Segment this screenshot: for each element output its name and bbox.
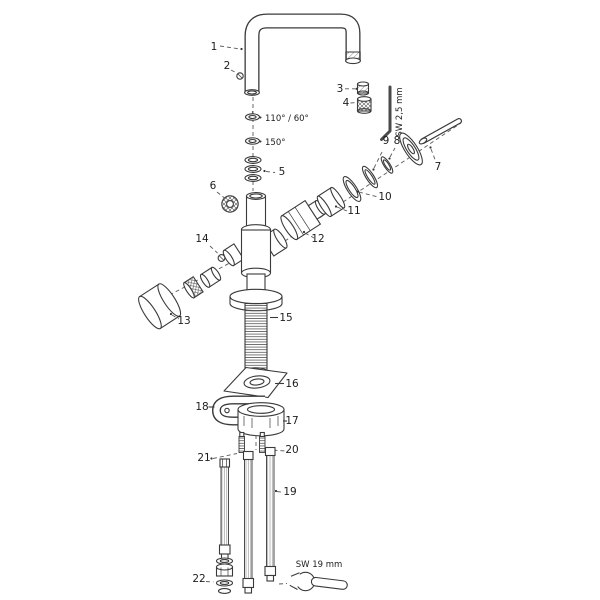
swivel-stop-ring-110-60 [244, 111, 261, 121]
label-12: 12 [302, 230, 325, 245]
label-1: 1 [211, 41, 243, 53]
hose-middle [242, 450, 255, 594]
part-17-mounting-nut [237, 402, 285, 437]
part-label-3: 3 [337, 83, 344, 95]
wrench-icon [278, 571, 348, 592]
label-4: 4 [343, 97, 357, 109]
part-16-base-plate [223, 366, 288, 399]
part-label-15: 15 [279, 312, 292, 324]
label-10: 10 [356, 190, 392, 203]
label-2: 2 [224, 60, 237, 74]
handle-insert [183, 275, 204, 299]
swivel-stop-ring-150 [244, 137, 261, 145]
part-label-22: 22 [192, 573, 205, 585]
part-label-16: 16 [285, 378, 299, 390]
part-22-washer-nut-set [215, 557, 234, 594]
part-label-2: 2 [224, 60, 231, 72]
part-label-19: 19 [283, 486, 296, 498]
part-8-ring [380, 156, 394, 174]
part-11-sleeve [316, 186, 346, 218]
part-label-17: 17 [285, 415, 298, 427]
allen-key-icon [380, 85, 392, 141]
label-18: 18 [195, 401, 215, 413]
part-14-screw [217, 254, 226, 262]
part-7-rod [418, 118, 462, 145]
part-12-cartridge [280, 199, 326, 241]
part-21-stud [238, 431, 245, 453]
part-20-stud [259, 431, 266, 453]
wrench-size-label: SW 19 mm [296, 560, 343, 570]
label-16: 16 [275, 378, 299, 390]
label-15: 15 [270, 312, 293, 324]
part-label-20: 20 [285, 444, 298, 456]
allen-key-size-label: SW 2,5 mm [395, 87, 405, 136]
part-label-12: 12 [311, 233, 324, 245]
part-label-9: 9 [383, 135, 390, 147]
part-18-bracket [211, 395, 265, 426]
part-4-aerator [356, 96, 372, 114]
part-5-o-rings [244, 156, 262, 182]
label-3: 3 [337, 83, 358, 95]
label-5: 5 [263, 166, 285, 178]
hose-right [264, 446, 277, 582]
part-label-14: 14 [195, 233, 209, 245]
label-22: 22 [192, 573, 214, 585]
part-2-screw [236, 72, 244, 80]
part-9-ring [361, 165, 379, 189]
part-label-1: 1 [211, 41, 218, 53]
part-label-11: 11 [347, 205, 360, 217]
label-21: 21 [197, 452, 238, 464]
label-7: 7 [429, 146, 441, 173]
label-6: 6 [210, 180, 225, 199]
escutcheon-disc [399, 132, 423, 166]
part-label-6: 6 [210, 180, 217, 192]
part-label-7: 7 [435, 161, 442, 173]
part-1-spout [244, 13, 361, 96]
label-11: 11 [334, 205, 361, 217]
part-label-4: 4 [343, 97, 350, 109]
label-8: 8 [388, 135, 400, 160]
label-14: 14 [195, 233, 218, 254]
part-label-21: 21 [197, 452, 210, 464]
body-left-port [222, 243, 245, 267]
label-9: 9 [372, 135, 389, 171]
part-label-8: 8 [394, 135, 401, 147]
swivel-range-label: 110° / 60° [265, 114, 309, 124]
hose-left [218, 458, 231, 560]
part-6-knurled-ring [221, 195, 239, 213]
label-13: 13 [169, 312, 191, 327]
part-label-5: 5 [279, 166, 286, 178]
handle-adapter [199, 266, 222, 288]
faucet-body [222, 192, 288, 375]
label-19: 19 [274, 486, 297, 498]
part-10-ring [342, 176, 362, 202]
part-13-handle-knob [138, 283, 182, 330]
swivel-range-alt-label: 150° [265, 138, 285, 148]
part-label-18: 18 [195, 401, 208, 413]
part-3-cap [356, 81, 370, 96]
label-17: 17 [283, 415, 299, 427]
part-label-13: 13 [177, 315, 190, 327]
threaded-shank [244, 302, 268, 372]
part-label-10: 10 [378, 191, 391, 203]
